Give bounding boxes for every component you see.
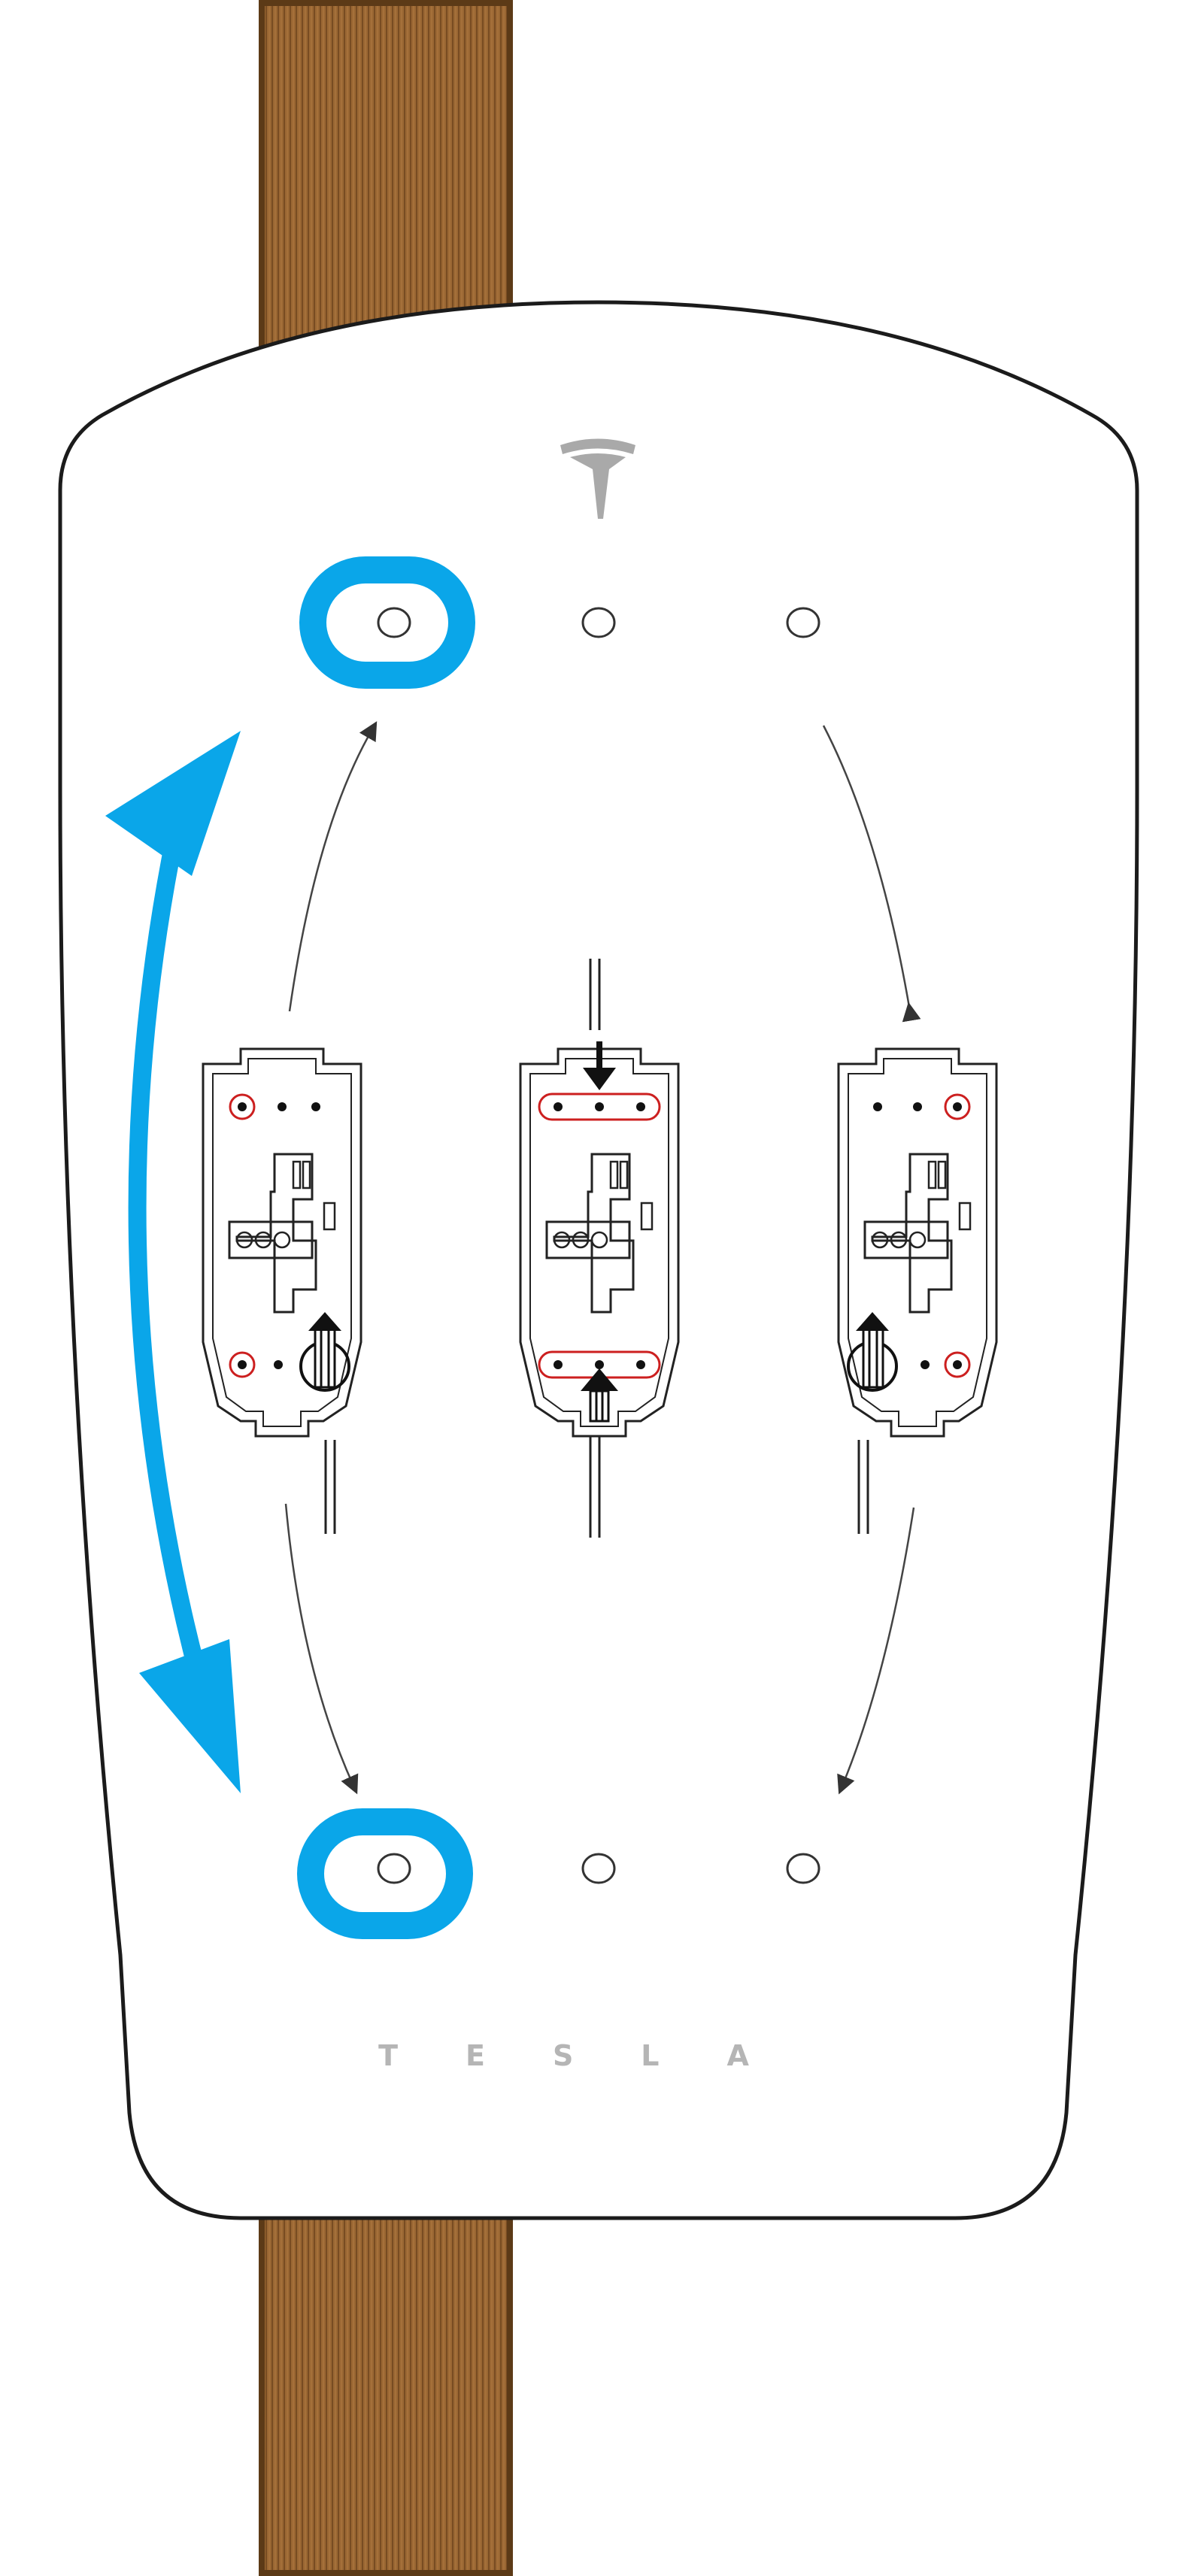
bracket-left-icon [202, 1047, 362, 1438]
bracket-center-icon [519, 1041, 680, 1438]
bracket-right-icon [837, 1047, 998, 1438]
mounting-holes [377, 607, 820, 1884]
double-arrow-icon [105, 731, 241, 1793]
hole-bottom-right [786, 1853, 820, 1884]
hole-bottom-left [377, 1853, 411, 1884]
hole-top-center [581, 607, 616, 638]
cable-lines [324, 959, 869, 1538]
hole-bottom-center [581, 1853, 616, 1884]
tesla-logo-icon [560, 438, 635, 519]
hole-top-left [377, 607, 411, 638]
highlight-rings [297, 556, 475, 1939]
hole-top-right [786, 607, 820, 638]
highlight-bottom-left [297, 1808, 473, 1939]
highlight-top-left [299, 556, 475, 689]
tesla-wordmark: TESLA [378, 2039, 817, 2072]
